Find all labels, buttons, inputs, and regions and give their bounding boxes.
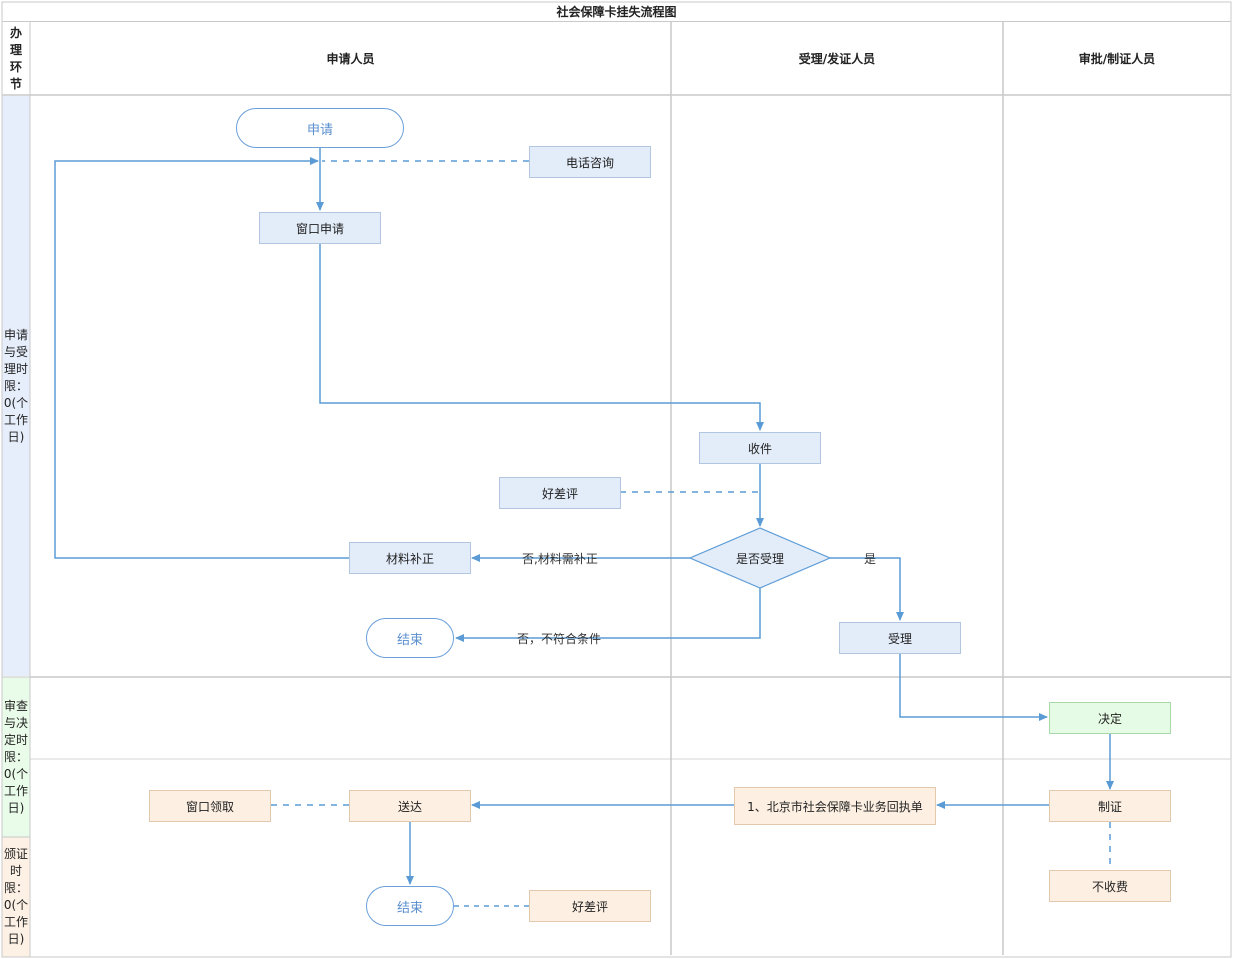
node-decide: 决定 [1049, 702, 1171, 734]
decision-label: 是否受理 [735, 551, 784, 566]
stage-apply-accept: 申请与受理时限：0(个工作日) [3, 327, 29, 444]
node-receive: 收件 [699, 432, 821, 464]
stage-bg-review [2, 677, 30, 837]
end-node-2: 结束 [366, 886, 454, 926]
node-accept: 受理 [839, 622, 961, 654]
stage-bg-issue [2, 837, 30, 957]
node-deliver: 送达 [349, 790, 471, 822]
stage-column-header: 办理环节 [9, 25, 22, 91]
node-rating-2: 好差评 [529, 890, 651, 922]
end-node-1: 结束 [366, 618, 454, 658]
node-material-fix: 材料补正 [349, 542, 471, 574]
edge-decision-end [455, 588, 761, 642]
node-no-fee: 不收费 [1049, 870, 1171, 902]
lane-header-approval: 审批/制证人员 [1078, 52, 1156, 66]
stage-issue: 颁证时限：0(个工作日) [3, 847, 29, 946]
edge-window-receive [319, 243, 764, 431]
edge-decision-accept [830, 557, 904, 621]
start-apply: 申请 [236, 108, 404, 148]
stage-review-decide: 审查与决定时限：0(个工作日) [3, 698, 29, 815]
node-receipt: 1、北京市社会保障卡业务回执单 [734, 787, 936, 825]
edge-accept-decide [899, 654, 1048, 721]
node-make-card: 制证 [1049, 790, 1171, 822]
node-phone-consult: 电话咨询 [529, 146, 651, 178]
node-window-apply: 窗口申请 [259, 212, 381, 244]
lane-header-acceptance: 受理/发证人员 [798, 52, 876, 66]
lane-header-applicant: 申请人员 [326, 52, 375, 66]
node-window-pickup: 窗口领取 [149, 790, 271, 822]
edge-label-no-reject: 否，不符合条件 [517, 632, 602, 646]
decision-diamond [688, 527, 832, 589]
edge-material-loop [54, 157, 349, 559]
edge-label-yes: 是 [864, 552, 877, 566]
diagram-title: 社会保障卡挂失流程图 [2, 2, 1231, 22]
edge-label-no-fix: 否,材料需补正 [522, 552, 598, 566]
stage-bg-apply [2, 96, 30, 676]
node-rating-1: 好差评 [499, 477, 621, 509]
